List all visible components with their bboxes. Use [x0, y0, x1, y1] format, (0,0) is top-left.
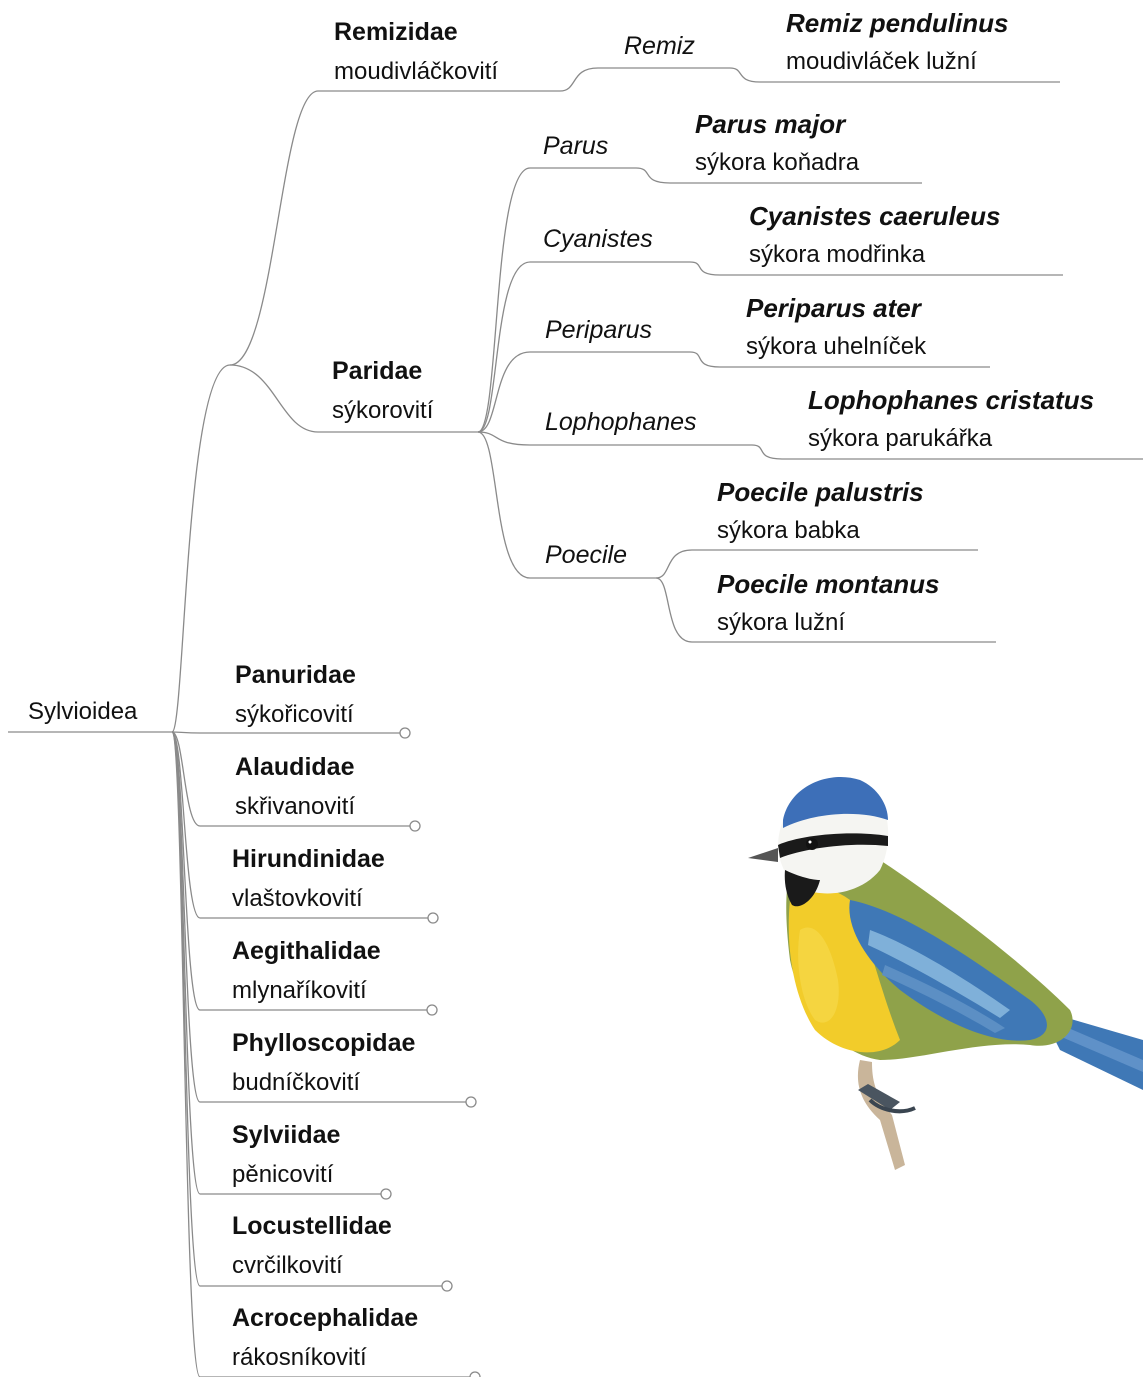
- species-periparus-ater-sci[interactable]: Periparus ater: [746, 295, 921, 321]
- species-remiz-pendulinus-sci[interactable]: Remiz pendulinus: [786, 10, 1008, 36]
- collapse-toggle-locustellidae: [442, 1281, 452, 1291]
- collapse-toggle-hirundinidae: [428, 913, 438, 923]
- species-parus-major-sci[interactable]: Parus major: [695, 111, 845, 137]
- collapse-toggle-aegithalidae: [427, 1005, 437, 1015]
- genus-lophophanes[interactable]: Lophophanes: [545, 410, 697, 435]
- species-lophophanes-cristatus-sci[interactable]: Lophophanes cristatus: [808, 387, 1094, 413]
- family-remizidae-sci[interactable]: Remizidae: [334, 20, 458, 45]
- species-poecile-palustris-cz: sýkora babka: [717, 519, 860, 543]
- species-poecile-montanus-sci[interactable]: Poecile montanus: [717, 571, 940, 597]
- species-cyanistes-caeruleus-sci[interactable]: Cyanistes caeruleus: [749, 203, 1000, 229]
- collapse-toggle-sylviidae: [381, 1189, 391, 1199]
- connector-root-panuridae: [172, 732, 400, 733]
- family-hirundinidae-sci[interactable]: Hirundinidae: [232, 847, 385, 872]
- family-acrocephalidae-cz: rákosníkovití: [232, 1346, 367, 1370]
- family-alaudidae-cz: skřivanovití: [235, 795, 355, 819]
- species-lophophanes-cristatus-cz: sýkora parukářka: [808, 427, 992, 451]
- species-remiz-pendulinus-cz: moudivláček lužní: [786, 50, 977, 74]
- connector-remizidae-remiz: [560, 68, 730, 91]
- connector-upper-remizidae: [230, 91, 560, 365]
- family-alaudidae-sci[interactable]: Alaudidae: [235, 755, 354, 780]
- connector-root-upper: [172, 365, 230, 732]
- genus-cyanistes[interactable]: Cyanistes: [543, 227, 653, 252]
- species-parus-major-cz: sýkora koňadra: [695, 151, 859, 175]
- collapse-toggle-phylloscopidae: [466, 1097, 476, 1107]
- family-panuridae-cz: sýkořicovití: [235, 703, 354, 727]
- connector-paridae-cyanistes: [478, 262, 690, 432]
- family-acrocephalidae-sci[interactable]: Acrocephalidae: [232, 1306, 418, 1331]
- family-locustellidae-sci[interactable]: Locustellidae: [232, 1214, 392, 1239]
- family-phylloscopidae-sci[interactable]: Phylloscopidae: [232, 1031, 415, 1056]
- genus-periparus[interactable]: Periparus: [545, 318, 652, 343]
- family-locustellidae-cz: cvrčilkovití: [232, 1254, 343, 1278]
- collapse-toggle-acrocephalidae: [470, 1372, 480, 1377]
- family-sylviidae-sci[interactable]: Sylviidae: [232, 1123, 340, 1148]
- species-poecile-montanus-cz: sýkora lužní: [717, 611, 845, 635]
- family-aegithalidae-sci[interactable]: Aegithalidae: [232, 939, 381, 964]
- family-panuridae-sci[interactable]: Panuridae: [235, 663, 356, 688]
- species-periparus-ater-cz: sýkora uhelníček: [746, 335, 926, 359]
- root-node-label[interactable]: Sylvioidea: [28, 700, 137, 724]
- family-hirundinidae-cz: vlaštovkovití: [232, 887, 363, 911]
- genus-remiz[interactable]: Remiz: [624, 34, 695, 59]
- genus-parus[interactable]: Parus: [543, 134, 608, 159]
- genus-poecile[interactable]: Poecile: [545, 543, 627, 568]
- blue-tit-bird-illustration: [748, 777, 1143, 1170]
- connector-paridae-parus: [478, 168, 636, 432]
- family-paridae-cz: sýkorovití: [332, 399, 433, 423]
- family-phylloscopidae-cz: budníčkovití: [232, 1071, 360, 1095]
- family-paridae-sci[interactable]: Paridae: [332, 359, 422, 384]
- family-sylviidae-cz: pěnicovití: [232, 1163, 333, 1187]
- species-cyanistes-caeruleus-cz: sýkora modřinka: [749, 243, 925, 267]
- collapse-toggle-panuridae: [400, 728, 410, 738]
- family-aegithalidae-cz: mlynaříkovití: [232, 979, 367, 1003]
- family-remizidae-cz: moudivláčkovití: [334, 60, 498, 84]
- collapse-toggle-alaudidae: [410, 821, 420, 831]
- species-poecile-palustris-sci[interactable]: Poecile palustris: [717, 479, 924, 505]
